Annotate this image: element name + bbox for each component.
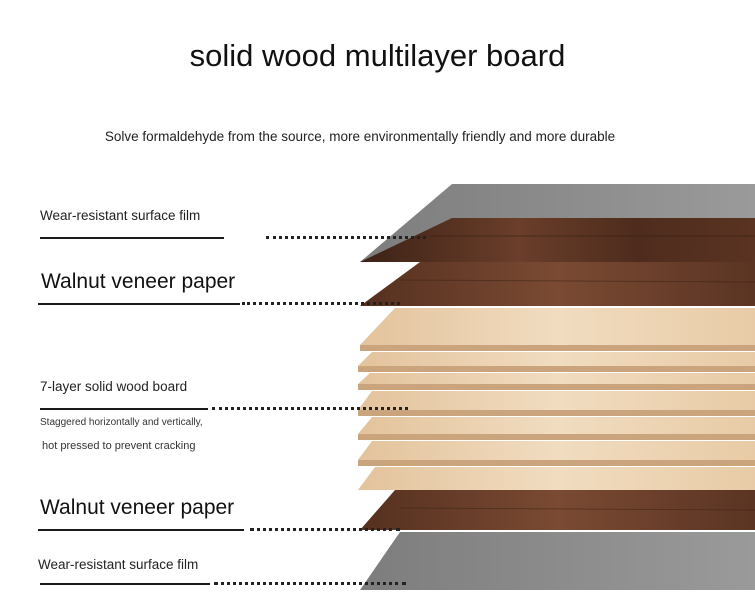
label-core: 7-layer solid wood board [40,379,188,394]
label-top-film: Wear-resistant surface film [40,208,201,223]
core-layers [358,308,755,490]
label-bottom-veneer: Walnut veneer paper [40,496,235,519]
top-veneer-layer [360,218,755,262]
bottom-veneer-layer [360,490,755,530]
label-core-note-2: hot pressed to prevent cracking [42,440,196,452]
page-subtitle: Solve formaldehyde from the source, more… [104,129,616,144]
label-bottom-film: Wear-resistant surface film [38,557,199,572]
page-title: solid wood multilayer board [189,38,566,73]
bottom-film-layer [360,532,755,590]
label-core-note-1: Staggered horizontally and vertically, [40,417,203,428]
label-top-veneer: Walnut veneer paper [41,270,236,293]
